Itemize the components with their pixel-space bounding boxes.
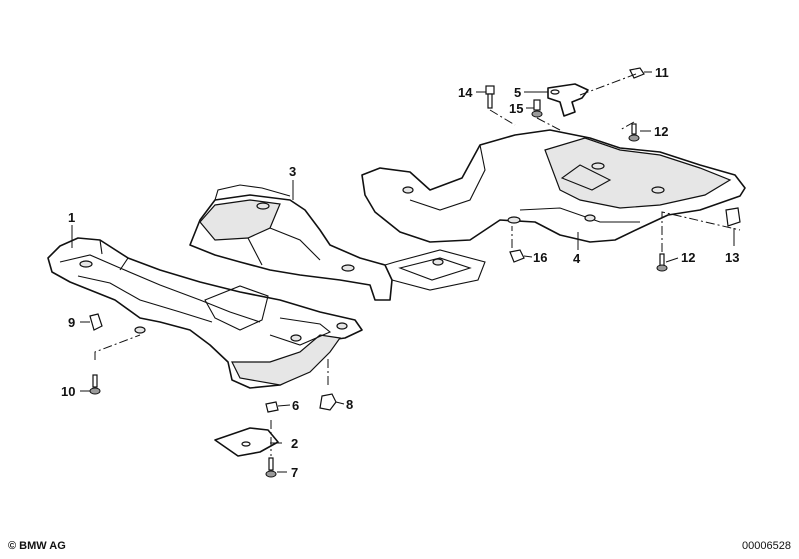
callout-7: 7: [291, 465, 298, 480]
callout-9: 9: [68, 315, 75, 330]
callout-12a: 12: [654, 124, 668, 139]
copyright-label: © BMW AG: [8, 540, 66, 552]
callout-5: 5: [514, 85, 521, 100]
callout-1: 1: [68, 210, 75, 225]
callout-12b: 12: [681, 250, 695, 265]
assembly-lines: [94, 73, 741, 456]
catalog-number: 00006528: [742, 540, 791, 552]
callout-15: 15: [509, 101, 523, 116]
callout-11: 11: [655, 65, 669, 80]
callouts: 1 3 4 2 6 7 8 9 10 11 12 12 13 14 5 15 1…: [61, 65, 739, 480]
callout-6: 6: [292, 398, 299, 413]
callout-14: 14: [458, 85, 473, 100]
callout-13: 13: [725, 250, 739, 265]
callout-4: 4: [573, 251, 581, 266]
part-1-front-panel: [47, 237, 363, 389]
part-3-center-panel: [189, 184, 486, 301]
leader-lines: [71, 71, 735, 473]
part-5-bracket: [547, 83, 589, 117]
callout-3: 3: [289, 164, 296, 179]
part-2-plate: [214, 427, 279, 457]
callout-16: 16: [533, 250, 547, 265]
callout-8: 8: [346, 397, 353, 412]
hardware: [89, 67, 741, 478]
part-4-rear-panel: [361, 129, 746, 243]
callout-2: 2: [291, 436, 298, 451]
callout-10: 10: [61, 384, 75, 399]
